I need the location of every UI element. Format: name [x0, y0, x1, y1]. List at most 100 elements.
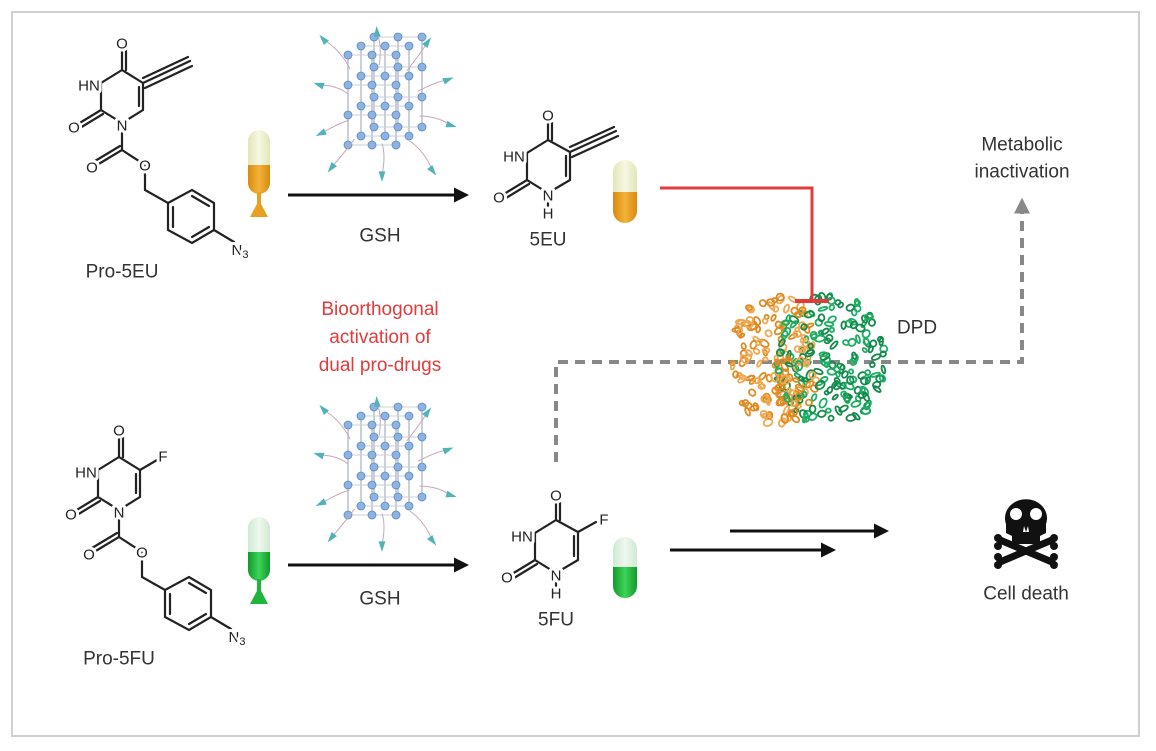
- cage-node: [380, 441, 390, 451]
- protein-helix: [860, 406, 871, 415]
- atom-o: O: [493, 190, 505, 207]
- protein-helix: [823, 390, 830, 396]
- cage-node: [369, 92, 379, 102]
- atom-hn: HN: [78, 78, 100, 95]
- 5eu-structure: O HN O N H 5EU: [490, 105, 620, 251]
- protein-helix: [739, 354, 750, 365]
- protein-helix: [880, 364, 887, 375]
- protein-helix: [744, 406, 751, 417]
- protein-helix: [745, 315, 754, 325]
- cage-arrowhead: [445, 120, 457, 128]
- protein-helix: [862, 392, 871, 402]
- atom-o: O: [86, 160, 98, 177]
- protein-helix: [878, 337, 884, 347]
- protein-helix: [798, 345, 807, 354]
- 5fu-structure: O HN O N H F 5FU: [498, 485, 611, 631]
- cage-node: [393, 462, 403, 472]
- cage-node: [367, 80, 377, 90]
- protein-helix: [790, 306, 799, 316]
- protein-helix: [785, 355, 792, 362]
- atom-o: O: [83, 547, 95, 564]
- protein-helix: [800, 323, 808, 331]
- protein-helix: [862, 337, 870, 346]
- protein-helix: [849, 320, 859, 330]
- protein-helix: [816, 409, 827, 418]
- pro-5fu-label: Pro-5FU: [83, 649, 155, 670]
- protein-helix: [799, 337, 806, 344]
- cage-node: [393, 402, 403, 412]
- protein-helix: [765, 410, 774, 420]
- protein-helix: [842, 339, 850, 346]
- cage-node: [343, 140, 353, 150]
- protein-helix: [732, 370, 739, 379]
- atom-o: O: [501, 570, 513, 587]
- protein-helix: [840, 390, 848, 399]
- cage-node: [343, 510, 353, 520]
- protein-helix: [840, 320, 847, 330]
- protein-helix: [804, 349, 815, 358]
- protein-helix: [813, 367, 824, 376]
- protein-helix: [749, 339, 758, 350]
- protein-helix: [818, 397, 828, 409]
- nanocage-catalyst-icon: [313, 26, 457, 182]
- protein-helix: [778, 338, 786, 348]
- cage-node: [343, 110, 353, 120]
- atom-o: O: [68, 120, 80, 137]
- protein-helix: [799, 353, 807, 361]
- protein-helix: [752, 347, 761, 355]
- cage-node: [393, 432, 403, 442]
- protein-helix: [863, 313, 874, 321]
- protein-helix: [829, 340, 839, 350]
- protein-helix: [845, 413, 857, 422]
- annotation-line-1: Bioorthogonal: [321, 299, 438, 320]
- protein-helix: [879, 344, 889, 354]
- cage-arrowhead: [373, 26, 381, 37]
- inhibition-line: [660, 186, 814, 300]
- protein-helix: [742, 319, 754, 329]
- protein-helix: [827, 315, 837, 324]
- protein-helix: [875, 374, 885, 383]
- outcome-cell-death: Cell death: [983, 584, 1069, 605]
- cage-node: [417, 432, 427, 442]
- protein-helix: [864, 373, 871, 383]
- protein-helix: [827, 414, 835, 422]
- atom-h: H: [551, 586, 562, 603]
- cage-node: [417, 92, 427, 102]
- protein-helix: [804, 380, 815, 389]
- atom-n: N: [543, 188, 554, 205]
- protein-helix: [744, 349, 753, 357]
- protein-helix: [758, 372, 767, 381]
- protein-helix: [819, 352, 831, 361]
- protein-helix: [770, 371, 780, 383]
- cage-arrowhead: [422, 37, 432, 48]
- cage-node: [391, 80, 401, 90]
- cage-node: [343, 50, 353, 60]
- reagent-gsh-bottom: GSH: [359, 589, 400, 610]
- cage-node: [391, 110, 401, 120]
- cage-node: [356, 471, 366, 481]
- cage-arrowhead: [442, 447, 454, 455]
- protein-helix: [752, 402, 760, 412]
- protein-helix: [774, 367, 783, 375]
- protein-helix: [756, 359, 763, 368]
- protein-helix: [834, 299, 842, 306]
- protein-helix: [794, 360, 804, 372]
- protein-helix: [737, 375, 748, 384]
- protein-helix: [879, 350, 887, 358]
- cage-node: [380, 411, 390, 421]
- atom-hn: HN: [75, 465, 97, 482]
- protein-helix: [776, 358, 787, 365]
- cage-arrowhead: [315, 498, 327, 506]
- cage-arrowhead: [422, 407, 432, 418]
- figure-border: [11, 11, 1140, 737]
- atom-o: O: [136, 545, 148, 562]
- cage-node: [393, 492, 403, 502]
- protein-helix: [787, 332, 799, 340]
- protein-helix: [740, 342, 747, 350]
- outcome-metabolic-line-2: inactivation: [974, 162, 1069, 183]
- enzyme-label: DPD: [897, 318, 937, 339]
- protein-helix: [764, 329, 773, 338]
- cage-node: [356, 101, 366, 111]
- cage-node: [417, 462, 427, 472]
